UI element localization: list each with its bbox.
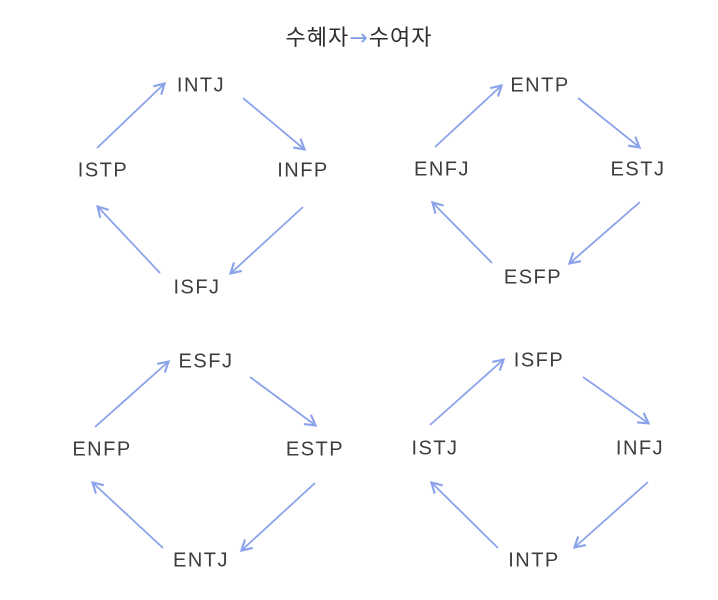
arrow-intj-to-infp	[242, 97, 307, 151]
arrow-isfj-to-istp	[96, 204, 161, 274]
node-isfj: ISFJ	[173, 276, 221, 299]
arrow-esfj-to-estp	[249, 376, 318, 427]
page-title: 수혜자→수여자	[0, 20, 718, 52]
node-infj: INFJ	[615, 437, 665, 460]
arrow-enfj-to-entp	[434, 84, 504, 148]
node-intp: INTP	[508, 549, 560, 572]
arrow-entj-to-enfp	[90, 481, 164, 549]
node-entj: ENTJ	[173, 549, 229, 572]
node-isfp: ISFP	[513, 349, 565, 372]
node-enfj: ENFJ	[414, 158, 470, 181]
node-esfj: ESFJ	[178, 350, 234, 373]
node-esfp: ESFP	[503, 266, 563, 289]
node-entp: ENTP	[510, 74, 570, 97]
arrow-estp-to-entj	[239, 482, 316, 552]
node-istj: ISTJ	[411, 437, 459, 460]
title-beneficiary-text: 수혜자	[285, 25, 350, 50]
arrow-enfp-to-esfj	[94, 360, 171, 428]
node-istp: ISTP	[77, 159, 129, 182]
arrow-infj-to-intp	[572, 481, 649, 549]
node-estj: ESTJ	[610, 158, 666, 181]
arrow-esfp-to-enfj	[430, 200, 493, 264]
arrow-istp-to-intj	[96, 81, 167, 149]
title-arrow-icon: →	[349, 26, 369, 51]
arrow-intp-to-istj	[429, 480, 499, 549]
arrow-entp-to-estj	[577, 97, 642, 149]
arrow-infp-to-isfj	[228, 206, 304, 275]
node-infp: INFP	[277, 159, 329, 182]
arrow-isfp-to-infj	[582, 376, 651, 425]
node-enfp: ENFP	[72, 438, 132, 461]
title-grantor-text: 수여자	[368, 25, 433, 50]
arrow-estj-to-esfp	[567, 201, 641, 265]
node-estp: ESTP	[285, 438, 345, 461]
node-intj: INTJ	[176, 74, 226, 97]
arrow-istj-to-isfp	[429, 358, 506, 426]
